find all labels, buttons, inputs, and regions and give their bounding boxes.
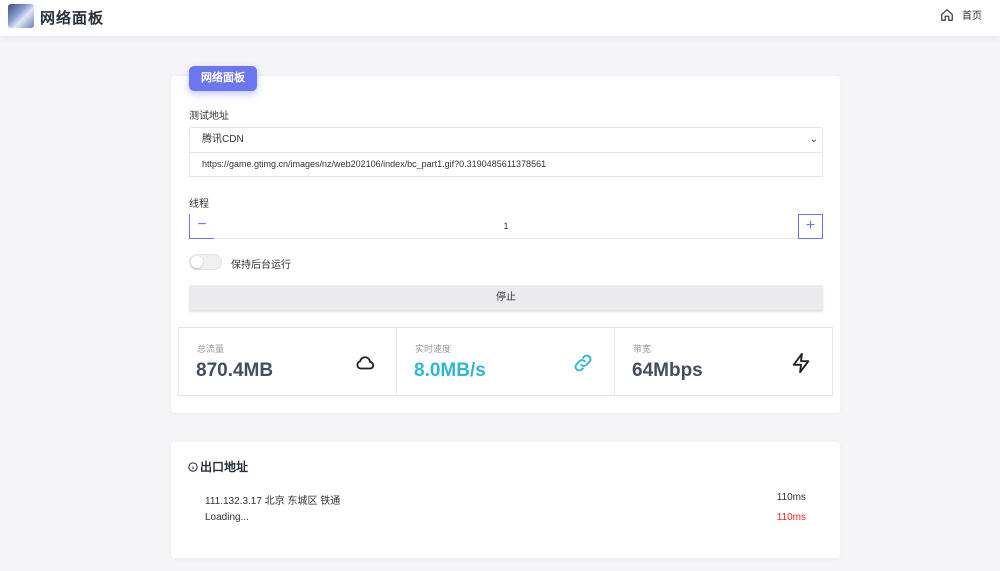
exit-address: 111.132.3.17 北京 东城区 铁通: [205, 496, 341, 507]
keep-background-toggle[interactable]: [189, 254, 222, 270]
stat-total-traffic: 总流量 870.4MB: [179, 328, 397, 395]
top-header: 网络面板 首页: [0, 0, 1000, 36]
stat-realtime-speed: 实时速度 8.0MB/s: [397, 328, 615, 395]
chevron-down-icon: ⌄: [809, 134, 818, 145]
exit-title: 出口地址: [188, 458, 248, 475]
threads-label: 线程: [189, 199, 209, 210]
cdn-select-value: 腾讯CDN: [202, 134, 244, 145]
bandwidth-value: 64Mbps: [632, 360, 703, 381]
stats-row: 总流量 870.4MB 实时速度 8.0MB/s 带宽 64Mbps: [178, 327, 833, 396]
exit-latency: 110ms: [776, 492, 806, 503]
home-link[interactable]: 首页: [940, 7, 982, 22]
exit-title-text: 出口地址: [200, 460, 249, 474]
total-traffic-value: 870.4MB: [196, 360, 274, 381]
exit-address: Loading...: [205, 512, 249, 523]
threads-value[interactable]: 1: [503, 221, 509, 231]
exit-row: Loading... 110ms: [205, 512, 808, 523]
url-input[interactable]: https://game.gtimg.cn/images/nz/web20210…: [189, 152, 823, 177]
total-traffic-label: 总流量: [197, 344, 225, 354]
realtime-speed-value: 8.0MB/s: [414, 360, 486, 381]
cdn-select[interactable]: 腾讯CDN ⌄: [189, 127, 823, 153]
minus-button[interactable]: −: [189, 214, 214, 239]
exit-row: 111.132.3.17 北京 东城区 铁通 110ms: [205, 492, 808, 507]
bandwidth-label: 带宽: [633, 344, 652, 354]
home-label: 首页: [962, 11, 982, 22]
panel-tag: 网络面板: [189, 66, 257, 91]
keep-background-label: 保持后台运行: [231, 260, 291, 271]
cloud-icon: [356, 356, 375, 370]
realtime-speed-label: 实时速度: [415, 344, 452, 354]
exit-address-card: [171, 442, 840, 558]
app-logo: [8, 4, 34, 28]
stat-bandwidth: 带宽 64Mbps: [615, 328, 832, 395]
home-icon: [941, 8, 953, 21]
test-address-label: 测试地址: [189, 111, 229, 122]
link-icon: [574, 354, 592, 372]
exit-latency: 110ms: [776, 512, 806, 523]
stop-button[interactable]: 停止: [189, 285, 823, 310]
lightning-icon: [792, 352, 810, 374]
info-icon: [188, 461, 198, 472]
threads-stepper: − 1 +: [189, 214, 823, 239]
toggle-knob: [191, 256, 203, 268]
app-title: 网络面板: [40, 10, 105, 27]
plus-button[interactable]: +: [798, 214, 823, 239]
